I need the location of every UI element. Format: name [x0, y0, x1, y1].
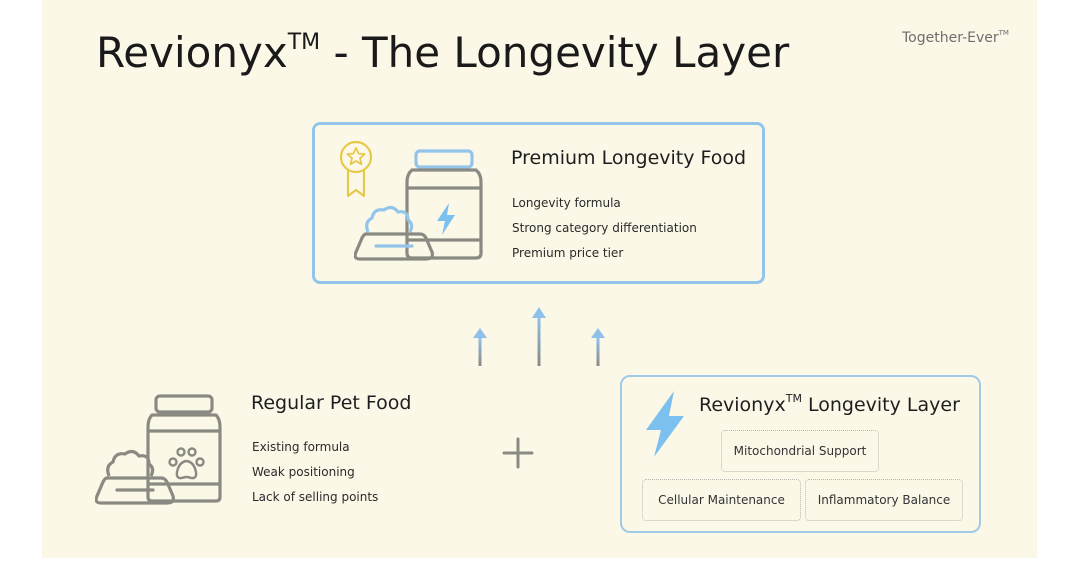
award-ribbon-icon — [339, 140, 373, 198]
paw-print-icon — [168, 447, 205, 480]
layer-title-trademark: TM — [785, 392, 802, 405]
arrow-center — [532, 307, 546, 366]
up-arrows-icon — [473, 307, 605, 366]
food-jar-icon — [146, 394, 222, 503]
slide-background — [42, 0, 1037, 558]
longevity-layer-card — [620, 375, 981, 533]
brand-name: Together-Ever — [902, 30, 999, 46]
premium-card-title: Premium Longevity Food — [511, 147, 747, 169]
lightning-bolt-icon — [646, 391, 684, 457]
premium-longevity-food-card — [312, 122, 765, 284]
feature-item: Premium price tier — [512, 246, 624, 260]
feature-item: Longevity formula — [512, 196, 621, 210]
title-brand: Revionyx — [96, 28, 288, 77]
feature-item: Lack of selling points — [252, 490, 379, 504]
regular-card-features: Existing formula Weak positioning Lack o… — [252, 439, 378, 514]
lightning-bolt-icon — [437, 203, 455, 235]
layer-title-brand: Revionyx — [699, 394, 786, 416]
title-trademark: TM — [287, 30, 321, 55]
page-title: RevionyxTM - The Longevity Layer — [96, 28, 789, 77]
feature-item: Existing formula — [252, 440, 350, 454]
tag-cellular-maintenance: Cellular Maintenance — [642, 479, 801, 521]
brand-trademark: TM — [998, 29, 1009, 37]
layer-title-suffix: Longevity Layer — [801, 394, 960, 416]
premium-card-features: Longevity formula Strong category differ… — [512, 195, 697, 270]
tag-mitochondrial-support: Mitochondrial Support — [721, 430, 879, 472]
tag-inflammatory-balance: Inflammatory Balance — [805, 479, 963, 521]
brand-logo: Together-EverTM — [902, 29, 1009, 46]
food-bowl-icon — [354, 205, 434, 261]
arrow-left — [473, 328, 487, 366]
food-jar-icon — [405, 149, 483, 260]
feature-item: Weak positioning — [252, 465, 355, 479]
regular-card-title: Regular Pet Food — [251, 392, 412, 414]
title-suffix: - The Longevity Layer — [320, 28, 790, 77]
feature-item: Strong category differentiation — [512, 221, 697, 235]
arrow-right — [591, 328, 605, 366]
food-bowl-icon — [95, 449, 175, 505]
plus-icon — [502, 437, 534, 469]
layer-card-title: RevionyxTM Longevity Layer — [699, 392, 960, 416]
